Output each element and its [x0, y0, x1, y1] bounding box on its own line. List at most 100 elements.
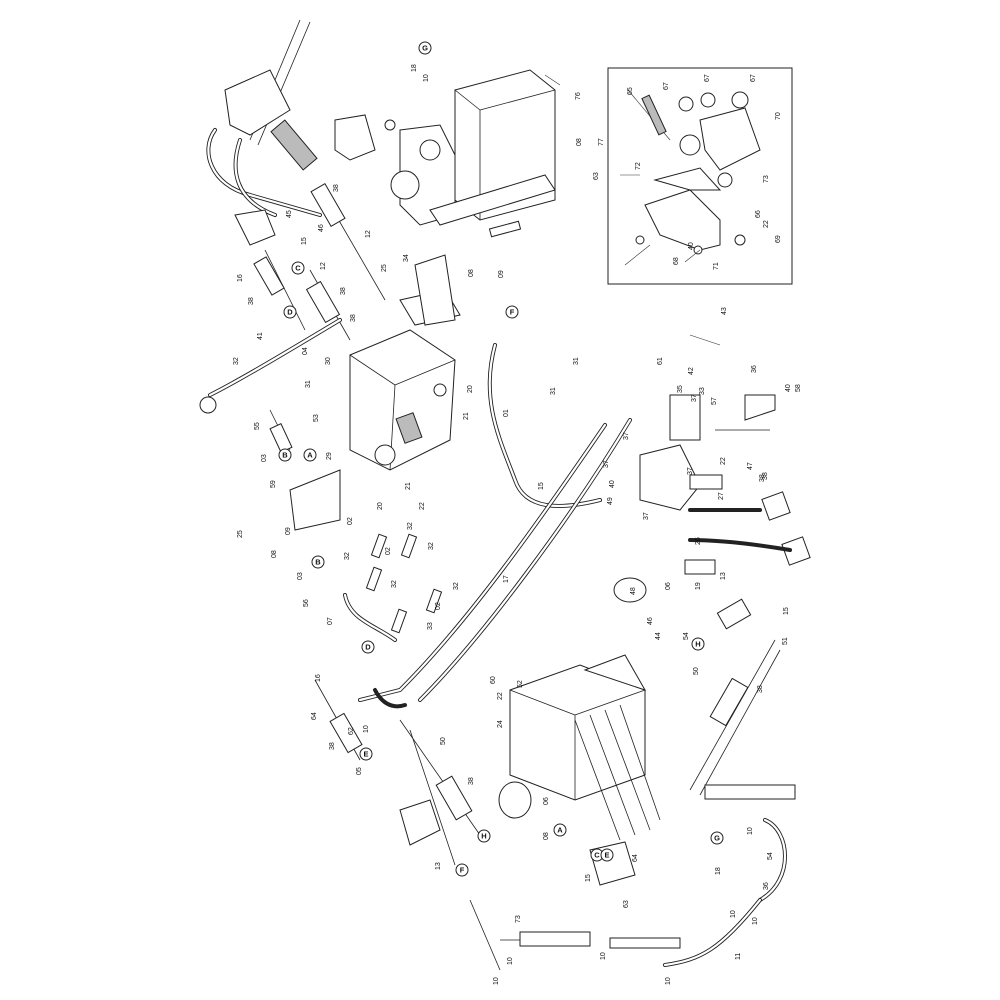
part-number: 50 — [693, 667, 700, 675]
lower-right-cylinder — [663, 598, 796, 967]
part-number: 15 — [585, 874, 592, 882]
part-number: 44 — [655, 632, 662, 640]
part-number-callouts: 18 10 76 08 77 65 67 67 67 70 63 72 73 6… — [233, 64, 802, 985]
part-number: 72 — [635, 162, 642, 170]
part-number: 38 — [333, 184, 340, 192]
valve-block-detail-inset — [607, 67, 793, 285]
part-number: 54 — [683, 632, 690, 640]
part-number: 69 — [775, 235, 782, 243]
part-number: 21 — [405, 482, 412, 490]
part-number: 31 — [573, 357, 580, 365]
part-number: 32 — [453, 582, 460, 590]
part-number: 37 — [691, 394, 698, 402]
part-number: 12 — [320, 262, 327, 270]
part-number: 15 — [301, 237, 308, 245]
part-number: 59 — [270, 480, 277, 488]
part-number: 17 — [503, 575, 510, 583]
part-number: 51 — [782, 637, 789, 645]
part-number: 38 — [468, 777, 475, 785]
part-number: 36 — [751, 365, 758, 373]
part-number: 01 — [503, 409, 510, 417]
part-number: 67 — [704, 74, 711, 82]
part-number: 37 — [603, 460, 610, 468]
part-number: 10 — [363, 725, 370, 733]
connection-letter: E — [604, 851, 609, 860]
part-number: 08 — [576, 138, 583, 146]
part-number: 38 — [757, 685, 764, 693]
part-number: 04 — [302, 347, 309, 355]
part-number: 70 — [775, 112, 782, 120]
connection-letter: B — [315, 558, 321, 567]
part-number: 12 — [365, 230, 372, 238]
part-number: 49 — [607, 497, 614, 505]
top-left-valve-assembly — [206, 19, 376, 246]
control-valve-bank — [498, 577, 661, 841]
connection-letter: D — [365, 643, 371, 652]
part-number: 60 — [490, 676, 497, 684]
part-number: 40 — [609, 480, 616, 488]
part-number: 64 — [311, 712, 318, 720]
part-number: 21 — [463, 412, 470, 420]
part-number: 16 — [237, 274, 244, 282]
part-number: 36 — [763, 882, 770, 890]
part-number: 77 — [598, 138, 605, 146]
part-number: 31 — [305, 380, 312, 388]
connection-letter: F — [510, 308, 515, 317]
part-number: 32 — [391, 580, 398, 588]
part-number: 30 — [325, 357, 332, 365]
part-number: 38 — [329, 742, 336, 750]
central-valve-block — [289, 254, 461, 531]
part-number: 65 — [627, 87, 634, 95]
part-number: 55 — [254, 422, 261, 430]
part-number: 64 — [632, 854, 639, 862]
part-number: 24 — [497, 720, 504, 728]
part-number: 03 — [297, 572, 304, 580]
part-number: 08 — [468, 269, 475, 277]
connection-letter: H — [695, 640, 700, 649]
bottom-cylinder — [469, 841, 681, 971]
part-number: 35 — [677, 385, 684, 393]
part-number: 07 — [327, 617, 334, 625]
part-number: 37 — [623, 432, 630, 440]
part-number: 02 — [435, 602, 442, 610]
part-number: 13 — [435, 862, 442, 870]
right-valve-group — [639, 334, 811, 575]
part-number: 18 — [715, 867, 722, 875]
part-number: 61 — [657, 357, 664, 365]
part-number: 76 — [575, 92, 582, 100]
part-number: 10 — [423, 74, 430, 82]
part-number: 73 — [515, 915, 522, 923]
part-number: 03 — [261, 454, 268, 462]
part-number: 02 — [347, 517, 354, 525]
connection-letter: D — [287, 308, 293, 317]
part-number: 73 — [763, 175, 770, 183]
part-number: 10 — [665, 977, 672, 985]
part-number: 63 — [593, 172, 600, 180]
long-hoses — [358, 343, 632, 702]
part-number: 46 — [318, 224, 325, 232]
connection-letter: F — [460, 866, 465, 875]
part-number: 31 — [550, 387, 557, 395]
part-number: 41 — [257, 332, 264, 340]
part-number: 67 — [663, 82, 670, 90]
part-number: 71 — [713, 262, 720, 270]
part-number: 68 — [673, 257, 680, 265]
connection-letter: G — [422, 44, 428, 53]
part-number: 38 — [762, 472, 769, 480]
part-number: 38 — [340, 287, 347, 295]
part-number: 34 — [403, 254, 410, 262]
part-number: 40 — [785, 384, 792, 392]
connection-letter: A — [307, 451, 313, 460]
part-number: 40 — [688, 242, 695, 250]
part-number: 10 — [752, 917, 759, 925]
part-number: 22 — [763, 220, 770, 228]
part-number: 47 — [747, 462, 754, 470]
part-number: 27 — [718, 492, 725, 500]
part-number: 42 — [688, 367, 695, 375]
part-number: 08 — [543, 832, 550, 840]
part-number: 22 — [720, 457, 727, 465]
part-number: 32 — [344, 552, 351, 560]
part-number: 22 — [497, 692, 504, 700]
part-number: 10 — [730, 910, 737, 918]
